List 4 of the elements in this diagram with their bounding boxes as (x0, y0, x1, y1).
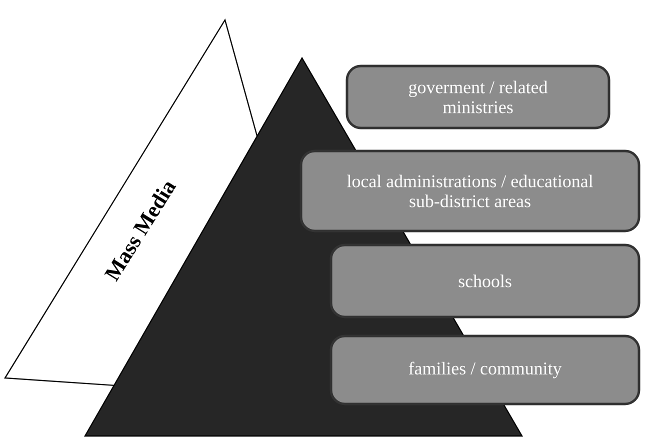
level-box: local administrations / educational sub-district areas (300, 150, 640, 232)
level-box: families / community (330, 334, 640, 406)
level-box: goverment / related ministries (346, 64, 610, 130)
level-box: schools (330, 244, 640, 318)
